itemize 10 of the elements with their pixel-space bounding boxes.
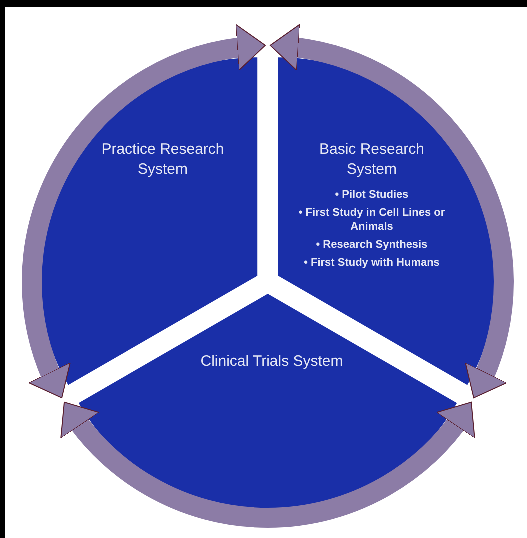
- curved-arrow: [270, 25, 514, 399]
- curved-arrow: [62, 402, 474, 528]
- sector-title: Clinical Trials System: [200, 352, 344, 372]
- sector-title: Practice Research System: [100, 140, 226, 180]
- sector-title: Basic Research System: [318, 140, 426, 180]
- bullet-item: • Pilot Studies: [334, 188, 410, 202]
- bullet-item: • Research Synthesis: [315, 238, 429, 252]
- bullet-item: • First Study with Humans: [303, 256, 441, 270]
- bullet-item: • First Study in Cell Lines or Animals: [298, 206, 446, 234]
- curved-arrow: [22, 25, 266, 399]
